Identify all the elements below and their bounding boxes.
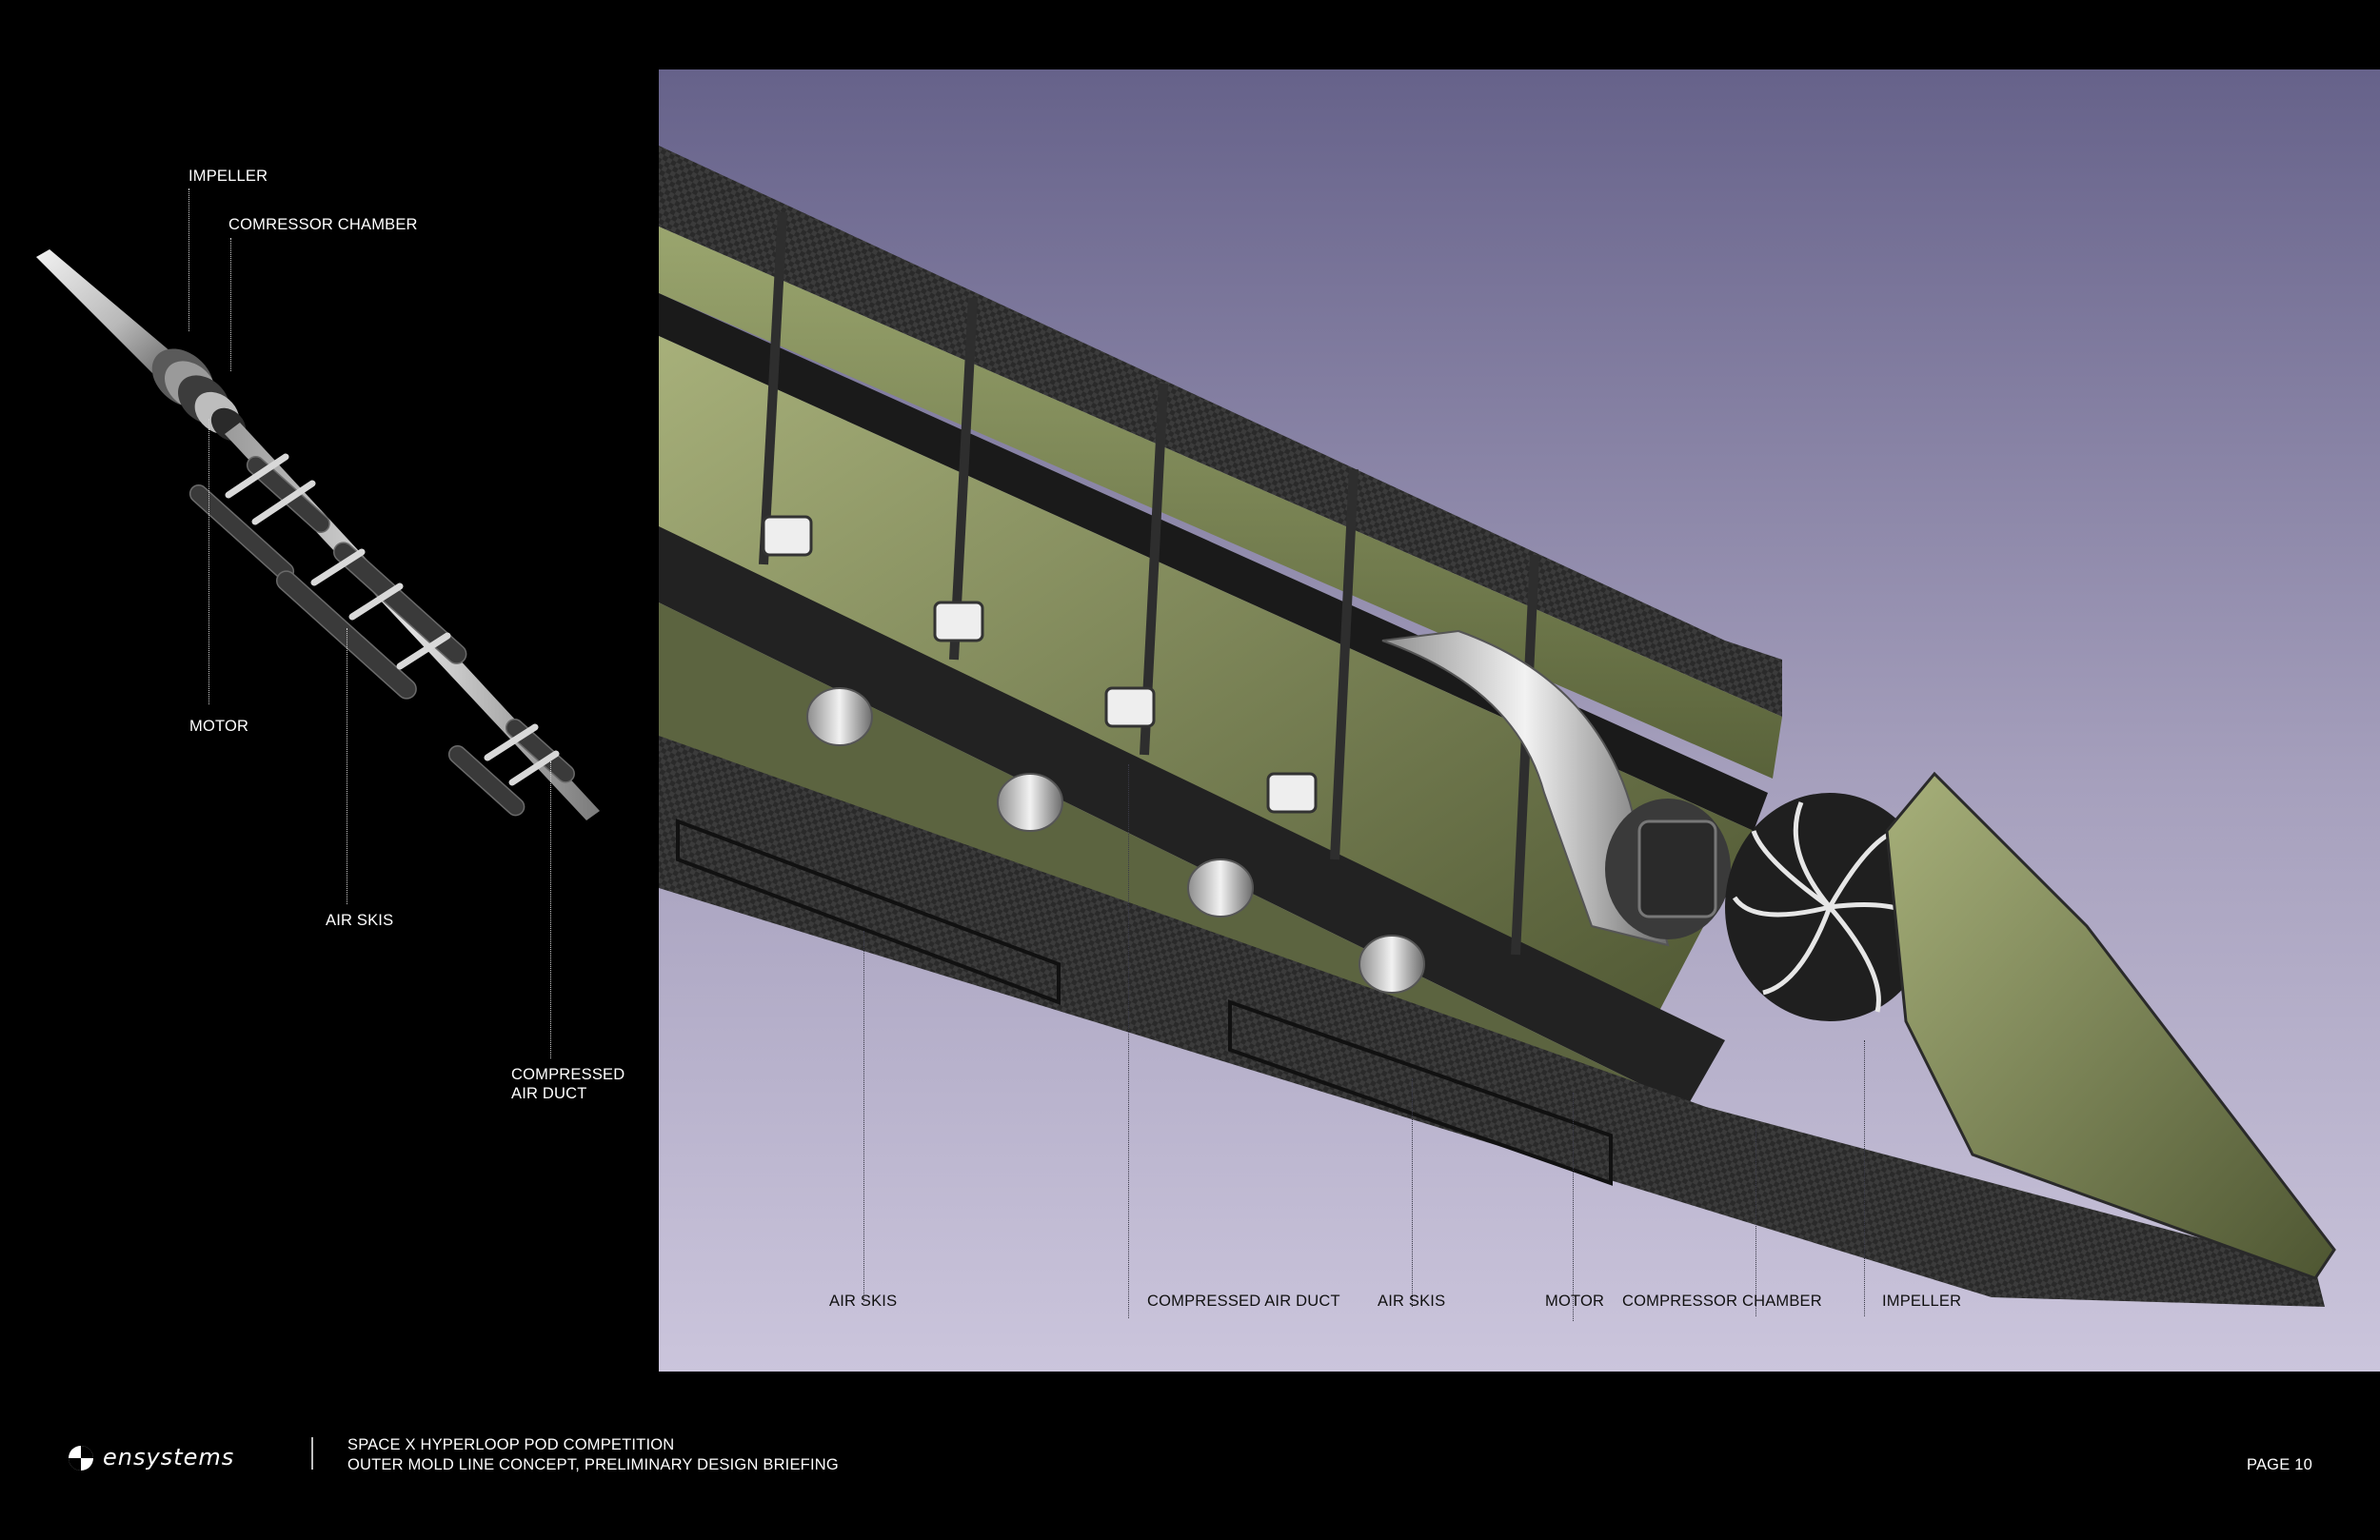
duct-vents [806,687,1425,994]
label-impeller: IMPELLER [188,168,268,185]
lower-skirt [659,736,2325,1307]
leader-motor [208,419,209,704]
air-ski-group-rear [447,718,575,817]
interior-bay [659,336,1754,1031]
footer-subtitle: OUTER MOLD LINE CONCEPT, PRELIMINARY DES… [347,1456,839,1473]
footer-title: SPACE X HYPERLOOP POD COMPETITION [347,1436,675,1453]
leader-compressor-chamber [1755,1126,1756,1316]
air-ski-group-mid [275,542,467,700]
leader-motor [1573,1093,1574,1321]
mid-rail [659,526,1725,1107]
pod-skeleton-illustration [36,249,600,820]
label-impeller-render: IMPELLER [1882,1293,1962,1310]
upper-inner-wall [659,227,1782,779]
leader-compressed-air-duct [550,761,551,1058]
label-air-skis: AIR SKIS [326,912,394,929]
lower-bay [659,602,1687,1126]
label-air-skis-1: AIR SKIS [829,1293,898,1310]
label-motor: MOTOR [189,718,249,735]
label-air-skis-2: AIR SKIS [1378,1293,1446,1310]
leader-compressed-air-duct [1128,764,1129,1318]
page-number: PAGE 10 [2247,1456,2312,1473]
leader-compressor-chamber [230,238,231,371]
nose-cone [36,249,171,373]
air-inlets [762,515,1318,814]
motor-assembly [1605,799,1731,939]
logo-wordmark: ensystems [103,1444,235,1471]
cutaway-render [659,69,2380,1372]
air-ski-pads [676,819,1613,1186]
upper-shell [659,146,1782,717]
leader-impeller [1864,1040,1865,1316]
label-motor-render: MOTOR [1545,1293,1605,1310]
leader-air-skis-1 [863,931,864,1302]
overview-diagram: IMPELLER COMRESSOR CHAMBER MOTOR AIR SKI… [0,0,659,1237]
footer-divider [311,1437,313,1470]
label-compressor-chamber: COMRESSOR CHAMBER [228,216,418,233]
label-compressed-air-duct-render: COMPRESSED AIR DUCT [1147,1293,1340,1310]
ski-struts [225,453,560,786]
impeller-housing [151,348,247,442]
leader-impeller [188,188,189,331]
nose-cone [1885,771,2336,1280]
label-compressor-chamber-render: COMPRESSOR CHAMBER [1622,1293,1822,1310]
logo-mark-icon [69,1446,93,1471]
label-compressed-air-duct: COMPRESSED AIR DUCT [511,1066,625,1102]
cutaway-render-panel: AIR SKIS COMPRESSED AIR DUCT AIR SKIS MO… [659,69,2380,1372]
leader-air-skis-2 [1412,1078,1413,1307]
